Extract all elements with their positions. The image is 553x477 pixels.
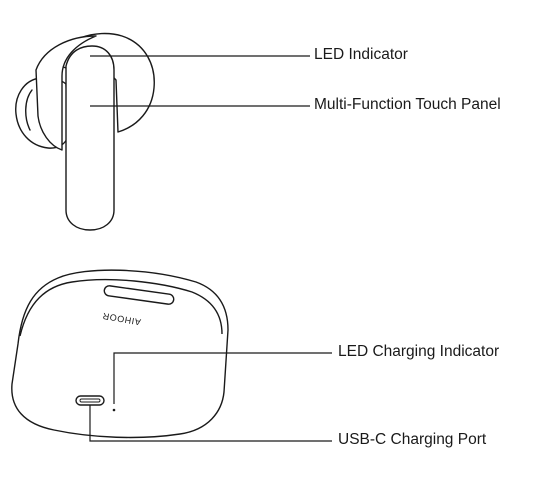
earbud-shell — [35, 35, 97, 151]
earbud-callouts — [90, 55, 310, 107]
led-charging-dot — [112, 408, 116, 412]
earbud-stem — [65, 45, 115, 231]
usbc-leader — [89, 405, 332, 442]
charging-case — [11, 269, 229, 439]
earbud — [15, 32, 155, 231]
led-charging-leader — [113, 352, 332, 404]
led-charging-indicator-label: LED Charging Indicator — [338, 343, 500, 360]
earbud-ear-tip-inner — [25, 89, 33, 131]
case-lid-seam — [19, 278, 223, 337]
case-callouts — [89, 352, 332, 442]
led-indicator-label: LED Indicator — [314, 46, 408, 63]
usbc-port-inner — [79, 398, 101, 403]
case-body — [11, 269, 229, 439]
touch-panel-label: Multi-Function Touch Panel — [314, 96, 501, 113]
case-top-slot — [103, 285, 175, 305]
usbc-port-label: USB-C Charging Port — [338, 431, 487, 448]
